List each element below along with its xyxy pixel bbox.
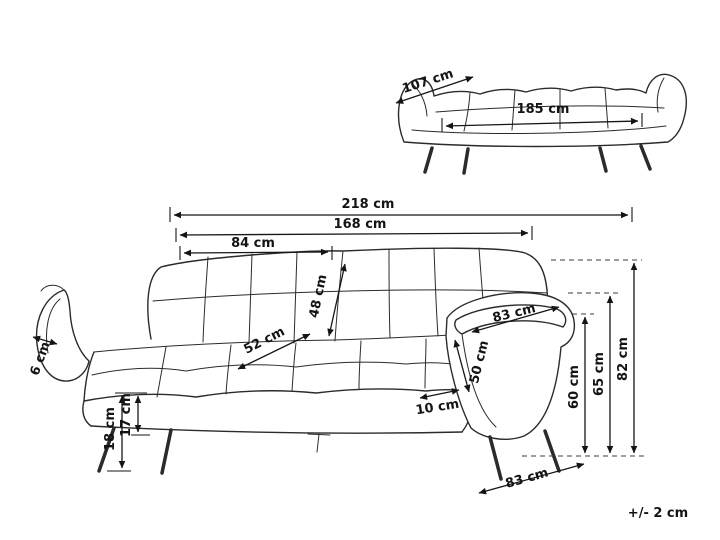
tolerance-note: +/- 2 cm xyxy=(628,506,688,521)
seat-mid-seam xyxy=(91,361,460,376)
backrest-horizontal-seam xyxy=(152,289,548,302)
dim-line xyxy=(453,339,471,393)
dim-line xyxy=(179,229,529,239)
sofa-leg xyxy=(160,428,173,475)
dim-leg-height: 18 cm xyxy=(103,392,150,472)
seat-seam xyxy=(424,338,427,389)
dim-armrest-height-label: 65 cm xyxy=(592,352,607,396)
dim-base-height-label: 17 cm xyxy=(119,393,134,437)
dim-bed-depth: 107 cm xyxy=(395,66,474,104)
dim-base-depth-label: 83 cm xyxy=(504,465,550,492)
dim-line xyxy=(478,462,585,495)
sofa-leg xyxy=(97,426,116,473)
dim-total-width-label: 218 cm xyxy=(342,197,395,212)
dim-base-depth: 83 cm xyxy=(478,462,585,495)
dim-total-height: 82 cm xyxy=(616,262,638,454)
sofa-leg xyxy=(488,435,503,481)
dim-line xyxy=(419,388,460,400)
dim-inner-width-label: 168 cm xyxy=(334,217,387,232)
bed-right-arm-inner xyxy=(656,77,665,113)
dim-backrest-depth: 48 cm xyxy=(307,263,347,337)
backrest-seam xyxy=(202,256,209,343)
dim-base-height: 17 cm xyxy=(119,393,142,437)
dim-inner-width: 168 cm xyxy=(175,217,533,242)
dim-leg-height-label: 18 cm xyxy=(103,407,118,451)
dim-seat-height: 60 cm xyxy=(567,316,589,454)
seat-seam xyxy=(156,346,167,398)
dim-backrest-section-width-label: 84 cm xyxy=(231,236,275,251)
folded-sofa-drawing xyxy=(397,73,687,175)
seat-back-seam xyxy=(93,333,469,353)
bed-leg xyxy=(598,146,608,173)
sofa-leg xyxy=(543,429,561,473)
dim-armrest-thickness: 10 cm xyxy=(415,388,461,419)
dim-seat-depth: 52 cm xyxy=(237,324,311,370)
left-arm-pad xyxy=(46,298,61,354)
dim-line xyxy=(395,76,474,104)
bed-leg xyxy=(462,147,470,175)
backrest-seam xyxy=(433,247,439,337)
bed-mid-seam xyxy=(435,105,665,113)
dim-line xyxy=(445,117,639,130)
base-left-corner xyxy=(82,400,92,427)
base-bottom-edge xyxy=(90,425,463,434)
backrest-seam xyxy=(248,253,253,344)
dim-total-height-label: 82 cm xyxy=(616,337,631,381)
seat-left-edge xyxy=(83,351,95,402)
seat-seam xyxy=(358,340,362,390)
dim-armrest-height: 65 cm xyxy=(592,295,614,454)
left-arm-outline xyxy=(35,289,90,382)
dim-line xyxy=(183,248,329,257)
seat-front-edge xyxy=(83,388,468,402)
dim-armrest-thickness-label: 10 cm xyxy=(415,397,461,419)
backrest-seam xyxy=(388,248,391,339)
backrest-seam xyxy=(293,251,298,344)
dim-line xyxy=(471,305,560,334)
seat-seam xyxy=(225,344,232,395)
dim-seat-height-label: 60 cm xyxy=(567,365,582,409)
dim-line xyxy=(327,263,347,337)
center-support xyxy=(316,433,320,453)
dim-backrest-section-width: 84 cm xyxy=(179,236,333,260)
bed-leg xyxy=(423,146,434,174)
left-arm-top-flare xyxy=(40,284,65,292)
leader-lines xyxy=(522,259,644,457)
dim-line xyxy=(32,335,58,346)
bed-front-edge xyxy=(411,125,667,134)
dim-total-width: 218 cm xyxy=(169,197,633,222)
backrest-center-seam xyxy=(334,250,344,342)
dim-line xyxy=(237,333,311,370)
dim-bed-length: 185 cm xyxy=(441,102,643,132)
dim-bed-length-label: 185 cm xyxy=(517,102,570,117)
dim-backrest-depth-label: 48 cm xyxy=(307,273,331,319)
dim-seat-depth-label: 52 cm xyxy=(241,324,287,357)
bed-leg xyxy=(639,144,652,171)
